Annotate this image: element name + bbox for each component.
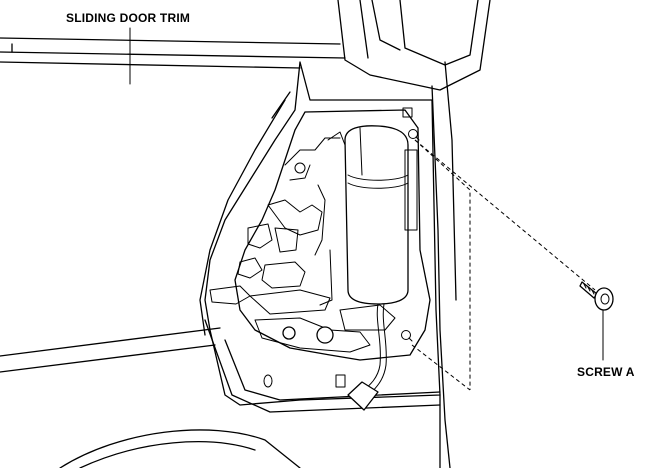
clip-hole-right (335, 374, 346, 388)
trim-opening-outline (199, 61, 441, 406)
clip-hole-left (263, 374, 273, 388)
latch-mechanism (209, 109, 431, 361)
screw-a-icon (579, 281, 614, 311)
screw-hole-lower (401, 330, 413, 342)
wire-harness (347, 303, 387, 411)
door-frame-upper (0, 37, 346, 69)
label-sliding-door-trim: SLIDING DOOR TRIM (66, 11, 191, 25)
install-guide-lines (411, 139, 596, 391)
actuator-unit (327, 125, 418, 305)
screw-hole-upper (402, 107, 420, 141)
door-pillar (337, 0, 491, 468)
label-screw-a: SCREW A (577, 365, 635, 379)
